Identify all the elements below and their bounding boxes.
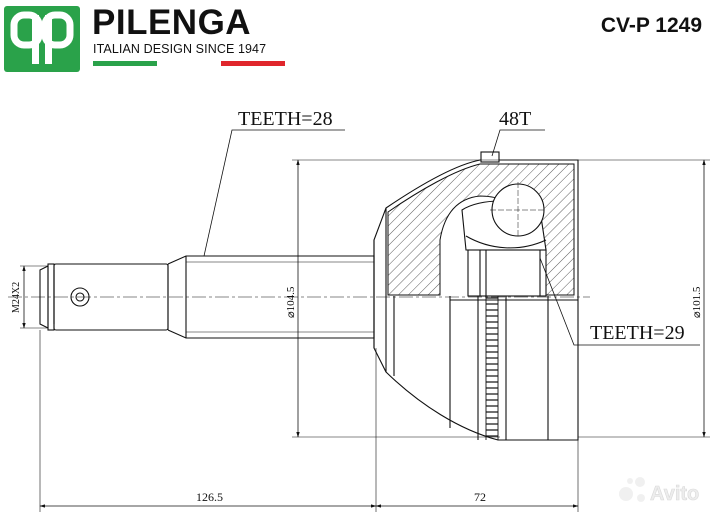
avito-watermark: Avito — [619, 477, 700, 505]
brand-name: PILENGA — [92, 3, 252, 42]
watermark-text: Avito — [650, 483, 699, 505]
avito-dots-icon — [619, 477, 645, 502]
label-teeth-outer: TEETH=28 — [238, 108, 333, 130]
abs-ring — [485, 296, 499, 440]
brand-tagline: ITALIAN DESIGN SINCE 1947 — [93, 42, 267, 56]
dim-housing-length: 72 — [474, 490, 486, 504]
dim-body-diameter: ⌀104.5 — [285, 286, 297, 318]
label-thread: M24X2 — [11, 282, 22, 313]
dim-shaft-length: 126.5 — [196, 490, 223, 504]
flag-stripe — [93, 61, 285, 66]
brand-logo-icon — [4, 6, 80, 72]
label-teeth-inner: TEETH=29 — [590, 322, 685, 344]
part-number: CV-P 1249 — [600, 14, 702, 37]
dim-housing-diameter: ⌀101.5 — [691, 286, 703, 318]
label-abs-ring: 48T — [499, 108, 531, 130]
cotter-hole — [70, 287, 90, 307]
